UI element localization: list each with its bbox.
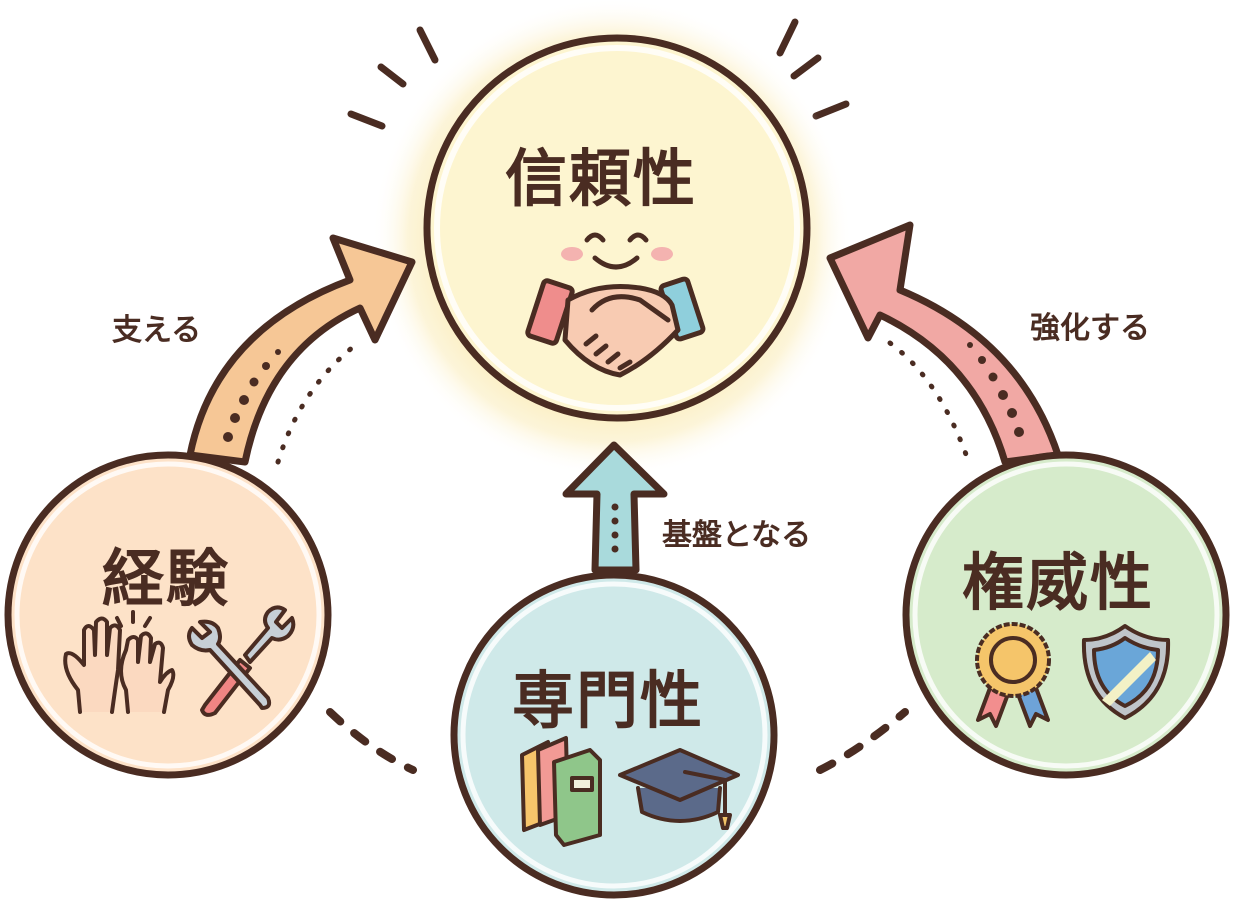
arrow-label-supports: 支える: [112, 313, 202, 348]
arrow-strengthens: [826, 221, 1062, 466]
handshake-icon: [525, 276, 706, 378]
expertise-node-title: 専門性: [512, 664, 705, 737]
books-icon: [520, 736, 602, 847]
sun-rays-icon: [347, 18, 850, 130]
experience-node-title: 経験: [102, 542, 231, 615]
authority-node-title: 権威性: [962, 546, 1155, 619]
arrow-dots: [223, 349, 281, 442]
smile-face-icon: [584, 232, 649, 270]
crossed-wrenches-icon: [187, 605, 296, 717]
blush-icon: [651, 247, 673, 261]
dotted-connector-lines: [275, 340, 971, 774]
arrow-supports: [186, 234, 416, 466]
center-node-trust: [423, 34, 811, 422]
center-node-title: 信頼性: [505, 142, 698, 215]
arrow-dots: [611, 503, 619, 553]
arrow-dots: [967, 342, 1024, 437]
award-ribbon-icon: [975, 622, 1051, 728]
arrow-label-foundation: 基盤となる: [662, 518, 812, 553]
shield-icon: [1081, 624, 1171, 720]
raised-hands-icon: [63, 610, 176, 714]
arrow-label-strengthens: 強化する: [1030, 311, 1150, 346]
blush-icon: [561, 247, 583, 261]
graduation-cap-icon: [618, 748, 740, 830]
